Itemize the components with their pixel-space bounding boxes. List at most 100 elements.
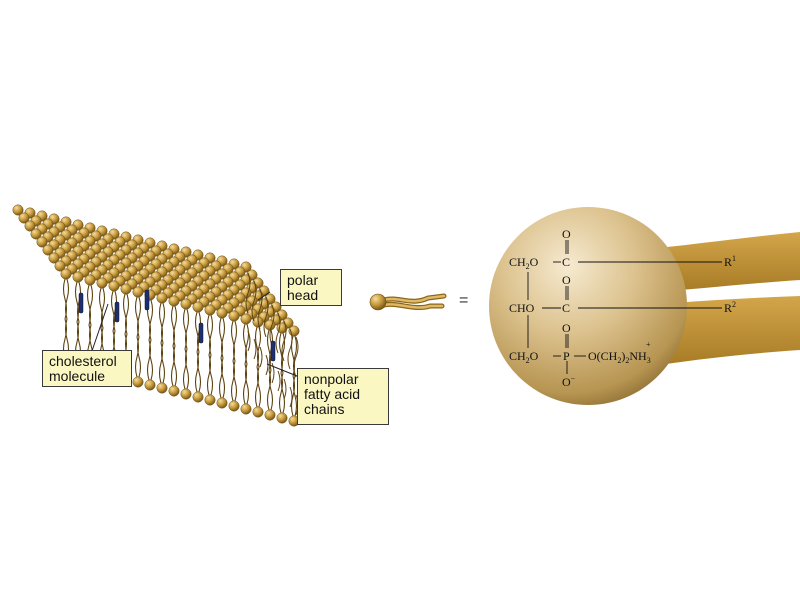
fatty-acid-tail xyxy=(257,288,263,368)
polar-head-bead xyxy=(84,274,96,286)
polar-head-bead xyxy=(204,394,216,406)
polar-head-bead xyxy=(30,228,42,240)
row2-carbonyl-oxygen: O xyxy=(562,273,571,287)
fatty-acid-tail xyxy=(280,332,286,374)
polar-head-bead xyxy=(168,295,180,307)
polar-head-bead xyxy=(108,280,120,292)
nonpolar-label-line3: chains xyxy=(304,401,345,417)
row3-amine-charge: + xyxy=(646,340,651,349)
fatty-acid-tail xyxy=(88,284,94,326)
row2-carbon: C xyxy=(562,301,570,315)
polar-head-bead xyxy=(120,283,132,295)
fatty-acid-tail xyxy=(184,348,190,390)
polar-head-sphere xyxy=(489,207,687,405)
fatty-acid-tail xyxy=(136,296,142,338)
fatty-acid-tail xyxy=(208,314,214,356)
lipid-bilayer-membrane xyxy=(12,204,300,427)
polar-head-bead xyxy=(156,292,168,304)
polar-head-bead xyxy=(204,304,216,316)
callout-leader-lines xyxy=(91,291,298,377)
row1-carbonyl-oxygen: O xyxy=(562,227,571,241)
fatty-acid-tail xyxy=(208,354,214,396)
fatty-acid-tail xyxy=(124,293,130,335)
row2-cho-label: CHO xyxy=(509,301,535,315)
polar-head-label-line2: head xyxy=(287,287,319,303)
fatty-acid-tail xyxy=(160,302,166,344)
fatty-acid-tail xyxy=(220,357,226,399)
cholesterol-label-line2: molecule xyxy=(49,368,106,384)
cholesterol-rod xyxy=(198,322,204,344)
cholesterol-callout: cholesterol molecule xyxy=(42,350,132,387)
fatty-acid-tail xyxy=(64,278,70,320)
row1-ch2o-label: CH2O xyxy=(509,255,539,271)
fatty-acid-tail xyxy=(136,336,142,378)
row2-r-group: R2 xyxy=(724,300,736,315)
polar-head-bead xyxy=(36,236,48,248)
polar-head-bead xyxy=(192,301,204,313)
row3-anionic-oxygen: O− xyxy=(562,374,576,389)
polar-head-bead xyxy=(144,379,156,391)
fatty-acid-tail xyxy=(256,326,262,368)
fatty-acid-tail xyxy=(196,351,202,393)
fatty-acid-tail xyxy=(244,363,250,405)
fatty-acid-tail xyxy=(275,312,281,392)
fatty-acid-tail xyxy=(232,360,238,402)
cholesterol-label-line1: cholesterol xyxy=(49,353,117,369)
polar-head-bead xyxy=(42,244,54,256)
fatty-acid-tail xyxy=(280,372,286,414)
polar-head-bead xyxy=(96,277,108,289)
polar-head-bead xyxy=(156,382,168,394)
nonpolar-fatty-acid-callout: nonpolar fatty acid chains xyxy=(297,368,389,425)
polar-head-bead xyxy=(252,406,264,418)
polar-head-bead xyxy=(132,376,144,388)
cholesterol-rod xyxy=(144,289,150,311)
fatty-acid-tail xyxy=(245,272,251,352)
equals-sign: = xyxy=(459,292,469,309)
phosphatidylethanolamine-formula: CH2O C O R1 CHO C O R2 CH2O P O O− O(CH2… xyxy=(509,227,736,389)
cholesterol-rod xyxy=(78,292,84,314)
polar-head-bead xyxy=(60,268,72,280)
row3-ch2o-label: CH2O xyxy=(509,349,539,365)
row3-phosphoryl-oxygen: O xyxy=(562,321,571,335)
polar-head-bead xyxy=(228,310,240,322)
polar-head-bead xyxy=(180,298,192,310)
fatty-acid-tail xyxy=(251,280,257,360)
phospholipid-icon xyxy=(369,293,447,311)
polar-head-bead xyxy=(216,397,228,409)
polar-head-bead xyxy=(54,260,66,272)
row1-carbon: C xyxy=(562,255,570,269)
fatty-acid-tail xyxy=(232,320,238,362)
polar-head-bead xyxy=(240,403,252,415)
fatty-acid-tail xyxy=(184,308,190,350)
polar-head-bead xyxy=(48,252,60,264)
fatty-acid-tail xyxy=(244,323,250,365)
nonpolar-label-line2: fatty acid xyxy=(304,386,361,402)
polar-head-bead xyxy=(12,204,24,216)
row1-r-group: R1 xyxy=(724,254,736,269)
fatty-acid-tail xyxy=(220,317,226,359)
row3-ethanolamine-group: O(CH2)2NH3 xyxy=(588,349,651,365)
polar-head-bead xyxy=(240,313,252,325)
fatty-acid-tail xyxy=(281,320,287,400)
polar-head-bead xyxy=(192,391,204,403)
polar-head-bead xyxy=(168,385,180,397)
polar-head-bead xyxy=(180,388,192,400)
fatty-acid-tail xyxy=(292,375,298,417)
polar-head-bead xyxy=(276,412,288,424)
polar-head-bead xyxy=(72,271,84,283)
cholesterol-rod xyxy=(114,301,120,323)
fatty-acid-tail xyxy=(269,304,275,384)
fatty-acid-tail xyxy=(148,299,154,341)
polar-head-bead xyxy=(216,307,228,319)
polar-head-callout: polar head xyxy=(280,269,342,306)
polar-head-leader xyxy=(257,291,271,301)
fatty-acid-tail xyxy=(256,366,262,408)
cholesterol-rod xyxy=(270,340,276,362)
polar-head-label-line1: polar xyxy=(287,272,319,288)
polar-head-bead xyxy=(18,212,30,224)
nonpolar-label-line1: nonpolar xyxy=(304,371,359,387)
fatty-acid-tail xyxy=(172,305,178,347)
polar-head-bead xyxy=(228,400,240,412)
fatty-acid-tail xyxy=(263,296,269,376)
